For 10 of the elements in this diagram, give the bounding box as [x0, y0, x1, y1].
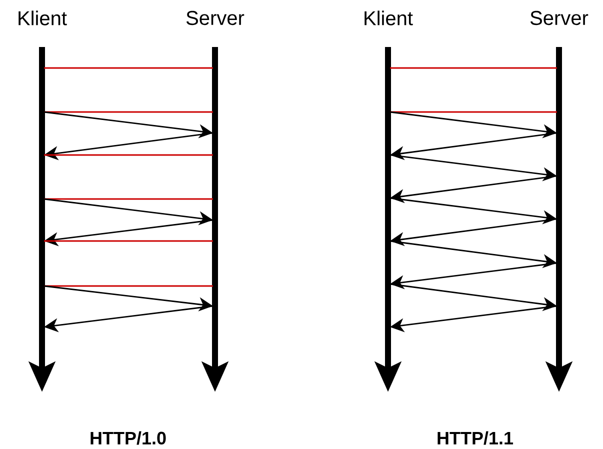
connection-line	[44, 240, 213, 242]
lifeline-label: Klient	[364, 10, 413, 26]
lifeline-label: Klient	[18, 10, 67, 26]
connection-line	[390, 67, 557, 69]
lifeline-label: Server	[186, 10, 244, 26]
connection-line	[44, 154, 213, 156]
connection-line	[44, 67, 213, 69]
protocol-label: HTTP/1.1	[438, 431, 514, 445]
protocol-label: HTTP/1.0	[90, 431, 166, 445]
lifeline-label: Server	[530, 10, 588, 26]
